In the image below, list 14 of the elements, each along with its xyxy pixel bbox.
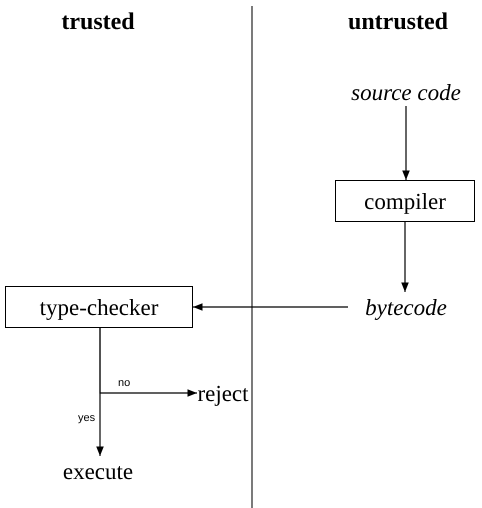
arrow <box>401 222 409 292</box>
column-heading: untrusted <box>346 8 450 37</box>
process-box: compiler <box>335 180 475 222</box>
arrow <box>402 106 410 180</box>
process-box: type-checker <box>5 286 193 328</box>
column-heading: trusted <box>60 8 136 37</box>
node-text: execute <box>50 456 146 486</box>
node-text: source code <box>344 78 468 106</box>
edge-label: no <box>118 378 130 389</box>
node-text: reject <box>197 378 249 408</box>
node-text: bytecode <box>348 292 464 322</box>
arrow <box>193 303 348 311</box>
edge-label: yes <box>78 413 96 424</box>
arrow <box>96 328 104 456</box>
